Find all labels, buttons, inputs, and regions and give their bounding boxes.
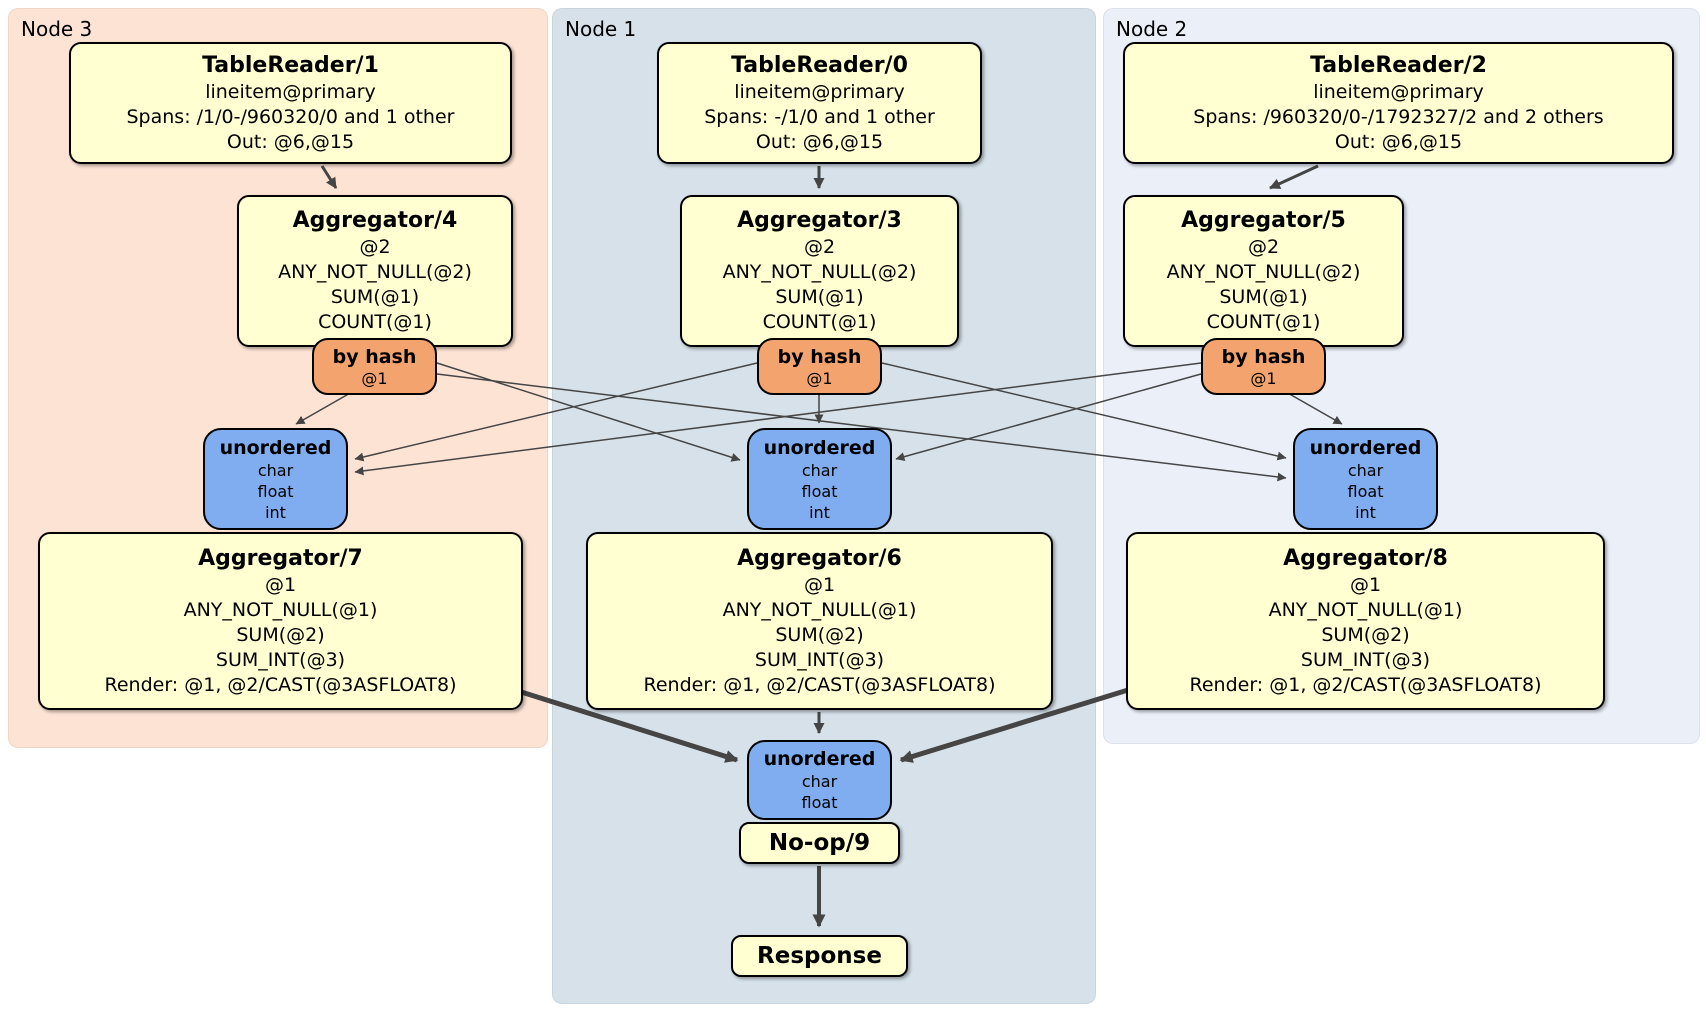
- aggregator-fn: SUM(@1): [1219, 286, 1308, 308]
- processor-title: Aggregator/7: [198, 545, 363, 571]
- processor-aggregator-8: Aggregator/8 @1 ANY_NOT_NULL(@1) SUM(@2)…: [1126, 532, 1605, 710]
- sync-unordered-node2: unordered char float int: [1293, 428, 1438, 530]
- aggregator-fn: ANY_NOT_NULL(@1): [722, 598, 917, 621]
- node-2-label: Node 2: [1116, 17, 1188, 41]
- aggregator-fn: SUM_INT(@3): [754, 648, 885, 671]
- sync-label: unordered: [763, 436, 876, 459]
- sync-type: float: [801, 481, 838, 501]
- processor-noop-9: No-op/9: [739, 822, 900, 864]
- processor-title: Aggregator/8: [1283, 545, 1448, 571]
- aggregator-fn: SUM_INT(@3): [1300, 648, 1431, 671]
- aggregator-fn: COUNT(@1): [762, 311, 877, 333]
- processor-tablereader-1: TableReader/1 lineitem@primary Spans: /1…: [69, 42, 512, 164]
- sync-type: char: [801, 460, 838, 480]
- processor-index: lineitem@primary: [734, 80, 905, 103]
- aggregator-render: Render: @1, @2/CAST(@3ASFLOAT8): [104, 673, 457, 696]
- aggregator-fn: ANY_NOT_NULL(@2): [278, 261, 472, 283]
- sync-type: float: [1347, 481, 1384, 501]
- processor-out: Out: @6,@15: [755, 130, 884, 153]
- sync-type: float: [801, 793, 838, 812]
- processor-spans: Spans: -/1/0 and 1 other: [704, 105, 935, 128]
- aggregator-fn: ANY_NOT_NULL(@2): [722, 261, 917, 283]
- processor-title: Aggregator/6: [737, 545, 902, 571]
- processor-title: Response: [757, 943, 882, 969]
- aggregator-to-final-sync-arrows: [514, 687, 1129, 763]
- aggregator-fn: SUM(@2): [775, 623, 864, 646]
- reader-to-aggregator-arrows: [320, 164, 1319, 190]
- processor-title: Aggregator/4: [292, 208, 458, 233]
- processor-aggregator-5: Aggregator/5 @2 ANY_NOT_NULL(@2) SUM(@1)…: [1123, 195, 1404, 347]
- processor-tablereader-2: TableReader/2 lineitem@primary Spans: /9…: [1123, 42, 1674, 164]
- processor-aggregator-6: Aggregator/6 @1 ANY_NOT_NULL(@1) SUM(@2)…: [586, 532, 1053, 710]
- router-by-hash-node1: by hash @1: [757, 338, 882, 395]
- processor-index: lineitem@primary: [1313, 80, 1484, 103]
- processor-tablereader-0: TableReader/0 lineitem@primary Spans: -/…: [657, 42, 982, 164]
- aggregator-fn: COUNT(@1): [318, 311, 432, 333]
- aggregator-fn: ANY_NOT_NULL(@1): [183, 598, 378, 621]
- router-label: by hash: [332, 345, 417, 368]
- aggregator-group-cols: @1: [1349, 573, 1382, 596]
- sync-unordered-final: unordered char float: [747, 740, 892, 820]
- aggregator-fn: ANY_NOT_NULL(@1): [1268, 598, 1463, 621]
- processor-aggregator-4: Aggregator/4 @2 ANY_NOT_NULL(@2) SUM(@1)…: [237, 195, 513, 347]
- aggregator-group-cols: @2: [1247, 236, 1280, 258]
- router-label: by hash: [1221, 345, 1306, 368]
- aggregator-render: Render: @1, @2/CAST(@3ASFLOAT8): [1189, 673, 1542, 696]
- processor-out: Out: @6,@15: [1334, 130, 1463, 153]
- router-key: @1: [1250, 368, 1277, 388]
- processor-response: Response: [731, 935, 908, 977]
- aggregator-fn: ANY_NOT_NULL(@2): [1166, 261, 1361, 283]
- aggregator-group-cols: @1: [264, 573, 297, 596]
- router-key: @1: [361, 368, 388, 388]
- sync-type: float: [257, 481, 294, 501]
- sync-type: int: [809, 502, 830, 522]
- router-to-sync-streams: [295, 362, 1343, 482]
- aggregator-fn: SUM(@1): [775, 286, 864, 308]
- processor-title: Aggregator/3: [737, 208, 902, 233]
- aggregator-group-cols: @2: [359, 236, 391, 258]
- processor-index: lineitem@primary: [205, 80, 376, 103]
- node-1-label: Node 1: [565, 17, 637, 41]
- aggregator-group-cols: @2: [803, 236, 836, 258]
- processor-spans: Spans: /1/0-/960320/0 and 1 other: [126, 105, 455, 128]
- aggregator-render: Render: @1, @2/CAST(@3ASFLOAT8): [643, 673, 996, 696]
- sync-type: char: [801, 772, 838, 791]
- processor-out: Out: @6,@15: [226, 130, 355, 153]
- processor-aggregator-3: Aggregator/3 @2 ANY_NOT_NULL(@2) SUM(@1)…: [680, 195, 959, 347]
- router-label: by hash: [777, 345, 862, 368]
- processor-aggregator-7: Aggregator/7 @1 ANY_NOT_NULL(@1) SUM(@2)…: [38, 532, 523, 710]
- sync-label: unordered: [763, 748, 876, 770]
- sync-label: unordered: [219, 436, 332, 459]
- sync-label: unordered: [1309, 436, 1422, 459]
- router-by-hash-node3: by hash @1: [312, 338, 437, 395]
- sync-type: int: [1355, 502, 1376, 522]
- sync-type: char: [1347, 460, 1384, 480]
- processor-title: TableReader/0: [731, 52, 908, 78]
- aggregator-fn: SUM(@2): [1321, 623, 1410, 646]
- sync-type: int: [265, 502, 286, 522]
- aggregator-fn: SUM(@2): [236, 623, 325, 646]
- router-key: @1: [806, 368, 833, 388]
- aggregator-fn: SUM_INT(@3): [215, 648, 346, 671]
- processor-title: Aggregator/5: [1181, 208, 1346, 233]
- sync-type: char: [257, 460, 294, 480]
- processor-title: TableReader/2: [1310, 52, 1487, 78]
- aggregator-fn: COUNT(@1): [1206, 311, 1321, 333]
- sync-unordered-node1: unordered char float int: [747, 428, 892, 530]
- sync-unordered-node3: unordered char float int: [203, 428, 348, 530]
- router-by-hash-node2: by hash @1: [1201, 338, 1326, 395]
- processor-title: TableReader/1: [202, 52, 379, 78]
- aggregator-group-cols: @1: [803, 573, 836, 596]
- processor-title: No-op/9: [768, 830, 871, 856]
- node-3-label: Node 3: [21, 17, 93, 41]
- aggregator-fn: SUM(@1): [330, 286, 420, 308]
- processor-spans: Spans: /960320/0-/1792327/2 and 2 others: [1193, 105, 1604, 128]
